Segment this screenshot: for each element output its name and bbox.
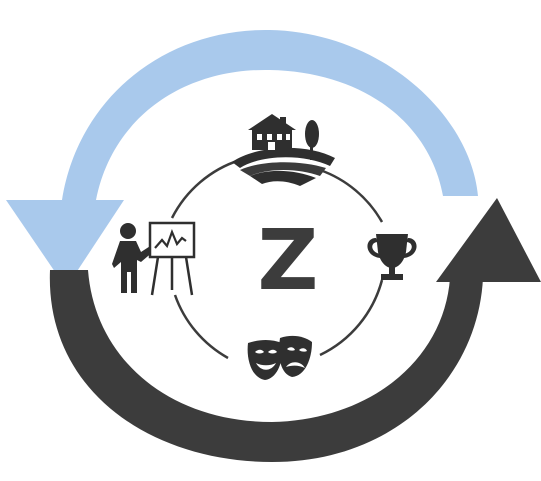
theater-masks-icon: [247, 335, 312, 380]
inner-ring: [170, 158, 384, 360]
top-arrow-head: [6, 200, 124, 288]
bottom-arrow-head: [436, 198, 541, 282]
ring-arc-bottom-left: [173, 294, 229, 360]
trophy-icon: [367, 234, 417, 280]
ring-arc-top-right: [319, 168, 384, 223]
bottom-cycle-arrow: [49, 198, 541, 462]
top-cycle-arrow: [6, 29, 478, 288]
center-letter: Z: [258, 211, 319, 309]
ring-arc-top-left: [170, 158, 241, 219]
house-landscape-icon: [232, 114, 335, 186]
ring-arc-bottom-right: [319, 279, 384, 357]
presenter-chart-icon: [112, 221, 196, 296]
bottom-arrow-body: [49, 270, 484, 462]
top-arrow-body: [62, 29, 478, 201]
